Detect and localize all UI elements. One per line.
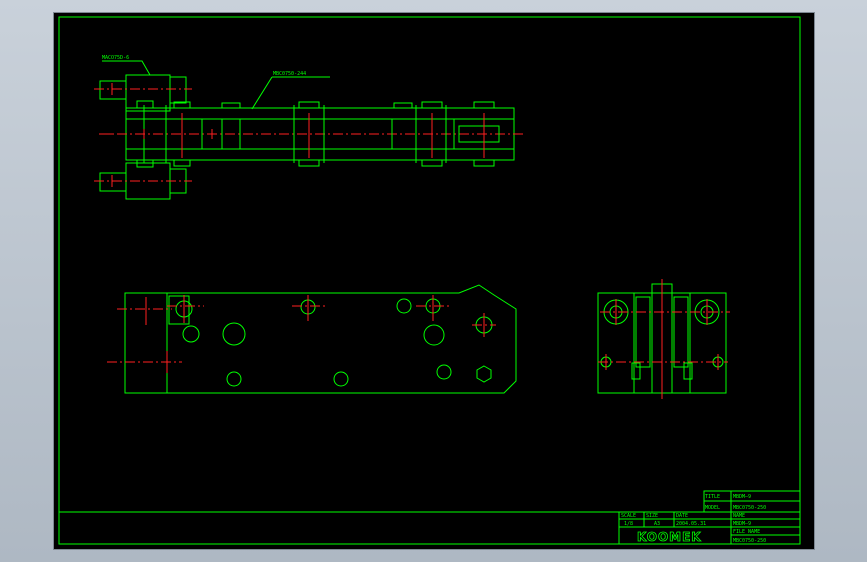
bolt-lower [99, 172, 127, 192]
name-value: MBDM—9 [733, 521, 751, 527]
koomek-logo: KOOMEK [637, 530, 702, 544]
bolt-upper [99, 80, 127, 100]
end-block-upper-cap [169, 76, 187, 104]
cad-drawing-canvas[interactable]: MACO75D-6 MBC0750-244 [54, 13, 814, 549]
size-label: SIZE [646, 513, 658, 519]
file-label: FILE NAME [733, 529, 760, 535]
drawing-sheet: MACO75D-6 MBC0750-244 [58, 16, 801, 545]
top-view: MACO75D-6 MBC0750-244 [94, 55, 524, 200]
title-block: TITLE MBDM—9 MODEL MBC0750-250 SCALE 1/8… [618, 490, 801, 545]
front-view [107, 284, 517, 394]
callout-mid-label: MBC0750-244 [273, 71, 306, 77]
title-value: MBDM—9 [733, 494, 751, 500]
upper-rail [125, 107, 515, 120]
model-label: MODEL [705, 505, 720, 511]
date-value: 2004.05.31 [676, 521, 706, 527]
side-plate-outline [124, 284, 517, 394]
size-value: A3 [654, 521, 660, 527]
drawing-area-frame [58, 16, 801, 513]
callout-leader-left [102, 60, 151, 76]
file-value: MBC0750-250 [733, 538, 766, 544]
callout-left-label: MACO75D-6 [102, 55, 129, 61]
callout-leader-mid [251, 76, 273, 110]
scale-value: 1/8 [624, 521, 633, 527]
title-label: TITLE [705, 494, 720, 500]
model-value: MBC0750-250 [733, 505, 766, 511]
plate-slot [168, 295, 190, 325]
scale-label: SCALE [621, 513, 636, 519]
name-label: NAME [733, 513, 745, 519]
date-label: DATE [676, 513, 688, 519]
end-block-upper [125, 74, 171, 112]
side-view [597, 279, 730, 399]
lower-rail [125, 148, 515, 161]
